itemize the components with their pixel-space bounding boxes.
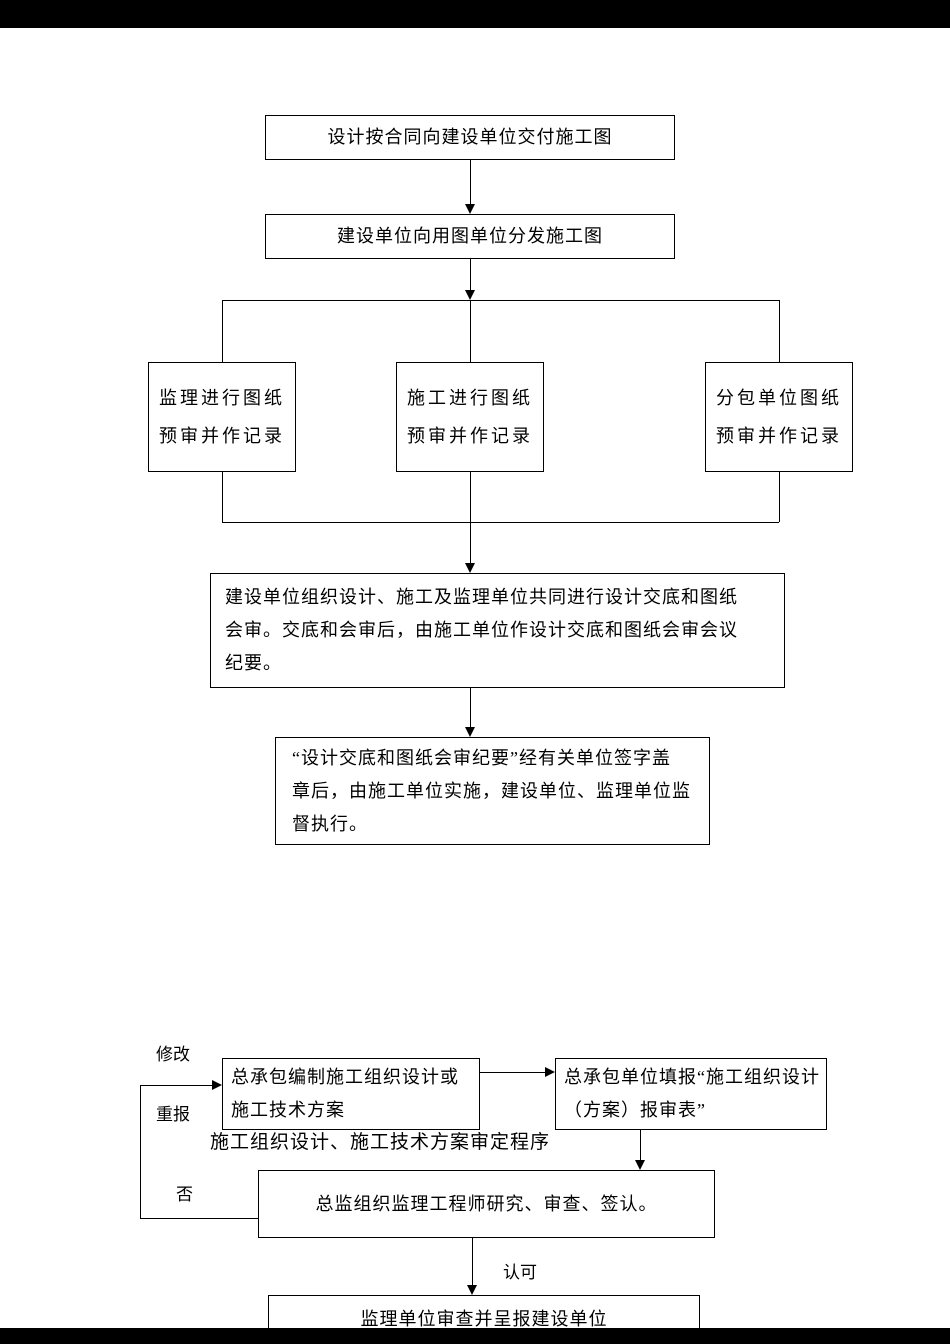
arrow-right-icon [212,1080,222,1090]
flow-box-text: 总承包单位填报“施工组织设计 [564,1067,820,1087]
flow-box-text: （方案）报审表” [564,1100,706,1120]
connector-line [779,472,780,522]
flow-box-supervision-review: 监理进行图纸 预审并作记录 [148,362,296,472]
connector-line [640,1130,641,1160]
connector-line [470,160,471,204]
flow-box-text: 监理单位审查并呈报建设单位 [360,1308,608,1329]
connector-line [472,1238,473,1285]
flow-box-text: 设计按合同向建设单位交付施工图 [327,127,613,147]
connector-line [470,688,471,727]
bottom-border-bar [0,1328,950,1344]
arrow-down-icon [465,563,475,573]
connector-line [480,1072,545,1073]
branch-split-line [222,300,779,301]
top-border-bar [0,0,950,28]
connector-line [470,259,471,290]
connector-line [222,300,223,362]
flow-box-text: “设计交底和图纸会审纪要”经有关单位签字盖 [292,747,671,768]
flow-box-chief-supervisor-review: 总监组织监理工程师研究、审查、签认。 [258,1170,715,1238]
flow-box-text: 总监组织监理工程师研究、审查、签认。 [315,1193,658,1214]
flow-box-text: 总承包编制施工组织设计或 [231,1067,459,1087]
flow-box-text: 预审并作记录 [159,426,285,446]
flow-box-text: 施工技术方案 [231,1100,345,1120]
branch-merge-line [222,522,779,523]
arrow-down-icon [467,1285,477,1295]
feedback-line [140,1218,258,1219]
flow-box-text: 会审。交底和会审后，由施工单位作设计交底和图纸会审会议 [225,620,738,640]
flow-box-text: 分包单位图纸 [716,388,842,408]
label-reject: 否 [176,1185,193,1204]
flow-box-text: 纪要。 [225,653,282,673]
arrow-down-icon [465,290,475,300]
connector-line [470,472,471,522]
arrow-down-icon [465,727,475,737]
arrow-down-icon [635,1160,645,1170]
flow-box-subcontractor-review: 分包单位图纸 预审并作记录 [705,362,853,472]
flow-box-text: 预审并作记录 [716,426,842,446]
flow-box-text: 建设单位组织设计、施工及监理单位共同进行设计交底和图纸 [225,587,738,607]
flow-box-text: 监理进行图纸 [159,388,285,408]
flow-box-text: 章后，由施工单位实施，建设单位、监理单位监 [292,780,691,801]
connector-line [470,300,471,362]
arrow-down-icon [465,204,475,214]
flow-box-joint-review: 建设单位组织设计、施工及监理单位共同进行设计交底和图纸 会审。交底和会审后，由施… [210,573,785,688]
chart2-title: 施工组织设计、施工技术方案审定程序 [210,1132,551,1153]
flow-box-text: 施工进行图纸 [407,388,533,408]
flow-box-text: 建设单位向用图单位分发施工图 [337,226,603,246]
connector-line [779,300,780,362]
flow-box-compile-plan: 总承包编制施工组织设计或 施工技术方案 [222,1058,480,1130]
flow-box-text: 督执行。 [292,813,368,834]
flow-box-construction-review: 施工进行图纸 预审并作记录 [396,362,544,472]
flow-box-text: 预审并作记录 [407,426,533,446]
label-approve: 认可 [503,1263,537,1282]
feedback-line [140,1085,213,1086]
flow-box-distribute-drawings: 建设单位向用图单位分发施工图 [265,214,675,259]
flow-box-deliver-drawings: 设计按合同向建设单位交付施工图 [265,115,675,160]
label-resubmit: 重报 [156,1105,190,1124]
connector-line [470,522,471,563]
label-modify: 修改 [156,1045,190,1064]
connector-line [222,472,223,522]
flow-box-review-minutes: “设计交底和图纸会审纪要”经有关单位签字盖 章后，由施工单位实施，建设单位、监理… [275,737,710,845]
arrow-right-icon [545,1067,555,1077]
feedback-line [140,1085,141,1218]
flow-box-submit-approval-form: 总承包单位填报“施工组织设计 （方案）报审表” [555,1058,827,1130]
